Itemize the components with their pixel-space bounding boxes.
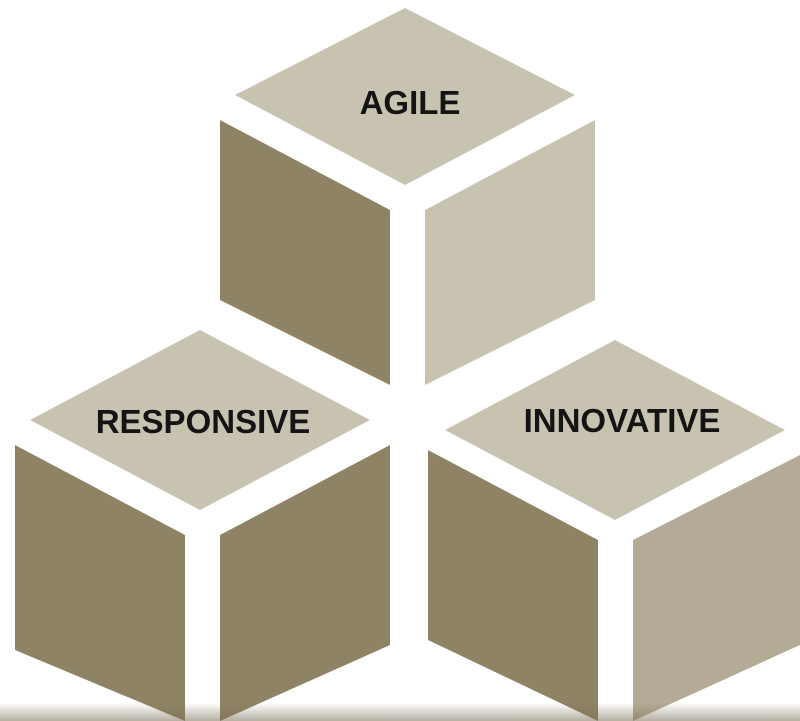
cube-responsive: RESPONSIVE xyxy=(15,330,390,721)
cube-agile-left-face xyxy=(220,120,390,385)
cube-innovative-top-face xyxy=(445,340,785,520)
cube-innovative-right-face xyxy=(633,455,800,721)
cube-agile-top-face xyxy=(235,8,575,185)
cube-innovative-left-face xyxy=(428,450,598,721)
cube-agile: AGILE xyxy=(220,8,595,385)
cube-responsive-top-face xyxy=(30,330,370,510)
cube-responsive-left-face xyxy=(15,445,185,721)
cube-agile-right-face xyxy=(425,120,595,385)
cube-innovative: INNOVATIVE xyxy=(428,340,800,721)
label-responsive: RESPONSIVE xyxy=(96,403,311,440)
label-innovative: INNOVATIVE xyxy=(524,402,721,439)
label-agile: AGILE xyxy=(360,84,461,121)
cube-responsive-right-face xyxy=(220,445,390,721)
